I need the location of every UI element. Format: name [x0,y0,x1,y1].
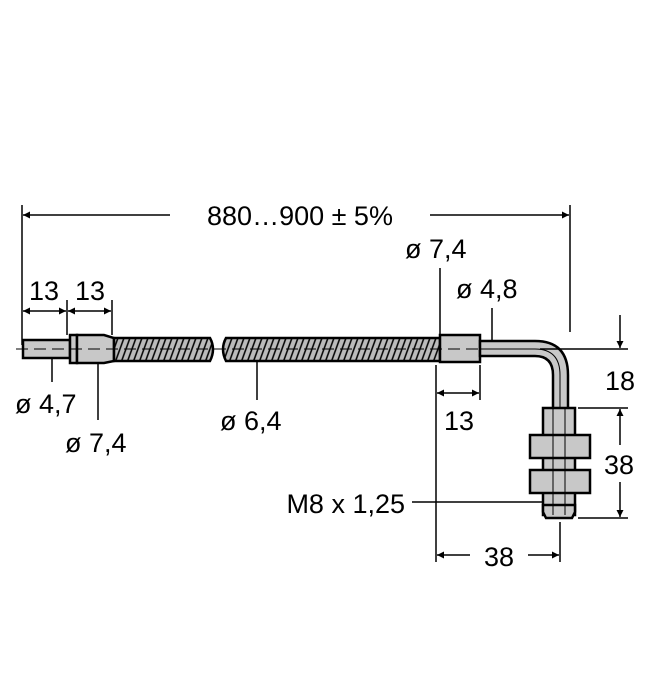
thread-spec: M8 x 1,25 [286,489,405,519]
threaded-body [541,406,577,517]
bent-tube [478,339,570,412]
bend-width: 38 [484,542,514,572]
right-ferrule-diameter: ø 7,4 [405,234,467,264]
left-stub-diameter: ø 4,7 [15,389,77,419]
overall-length-label: 880…900 ± 5% [207,201,393,231]
left-ferrule-diameter: ø 7,4 [65,428,127,458]
bend-height: 18 [605,366,635,396]
right-ferrule-length: 13 [444,406,474,436]
left-end-dimensions: 13 13 [23,276,113,335]
thread-length: 38 [604,450,634,480]
cable-body [16,333,592,520]
thread-tip [541,503,577,520]
cable-diameter: ø 6,4 [220,406,282,436]
nut-lower [528,468,592,495]
tube-diameter: ø 4,8 [456,274,518,304]
left-stub-length: 13 [29,276,59,306]
nut-upper [528,433,592,460]
left-ferrule-length: 13 [75,276,105,306]
overall-length-dimension: 880…900 ± 5% [21,201,571,345]
